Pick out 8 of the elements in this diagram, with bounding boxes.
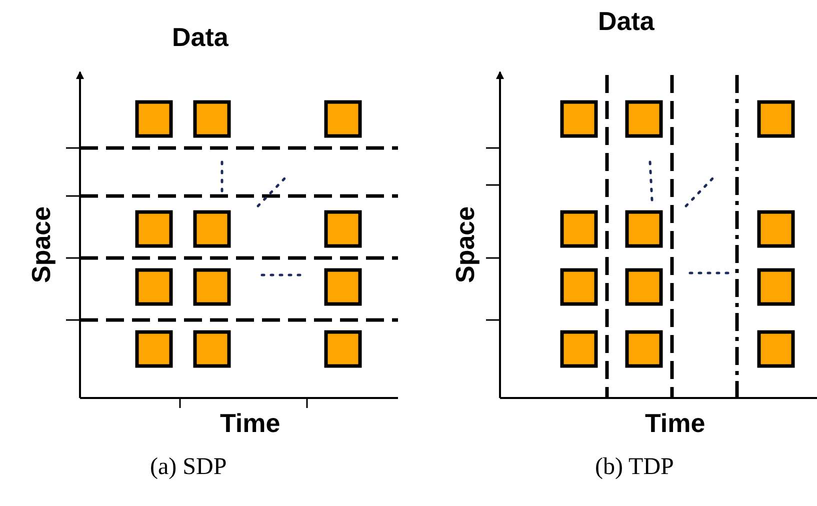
panel-caption: (a) SDP — [150, 455, 227, 479]
axis-title: Data — [172, 24, 228, 50]
axis-title: Data — [598, 8, 654, 34]
axis-title: Space — [28, 206, 54, 283]
axis-title: Time — [645, 410, 706, 436]
axis-title: Space — [452, 206, 478, 283]
panel-caption: (b) TDP — [595, 455, 674, 479]
axis-title: Time — [220, 410, 280, 436]
